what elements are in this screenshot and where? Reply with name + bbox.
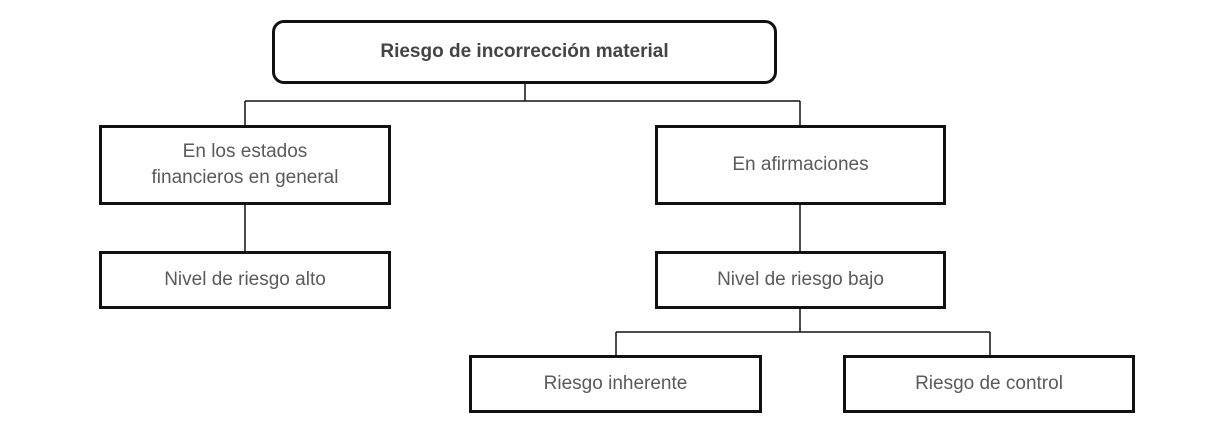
node-estados-financieros: En los estados financieros en general [99,125,391,205]
node-riesgo-inherente: Riesgo inherente [469,355,762,413]
node-riesgo-incorreccion-material: Riesgo de incorrección material [272,20,777,84]
node-nivel-riesgo-bajo: Nivel de riesgo bajo [655,251,946,309]
node-label: Riesgo de control [915,373,1063,395]
node-riesgo-control: Riesgo de control [843,355,1135,413]
node-nivel-riesgo-alto: Nivel de riesgo alto [99,251,391,309]
node-label: Riesgo de incorrección material [380,41,669,63]
node-label: Nivel de riesgo bajo [717,269,884,291]
node-label: En afirmaciones [732,154,869,176]
node-label: En los estados financieros en general [151,141,339,188]
node-label: Nivel de riesgo alto [164,269,326,291]
node-label: Riesgo inherente [543,373,688,395]
node-afirmaciones: En afirmaciones [655,125,946,205]
